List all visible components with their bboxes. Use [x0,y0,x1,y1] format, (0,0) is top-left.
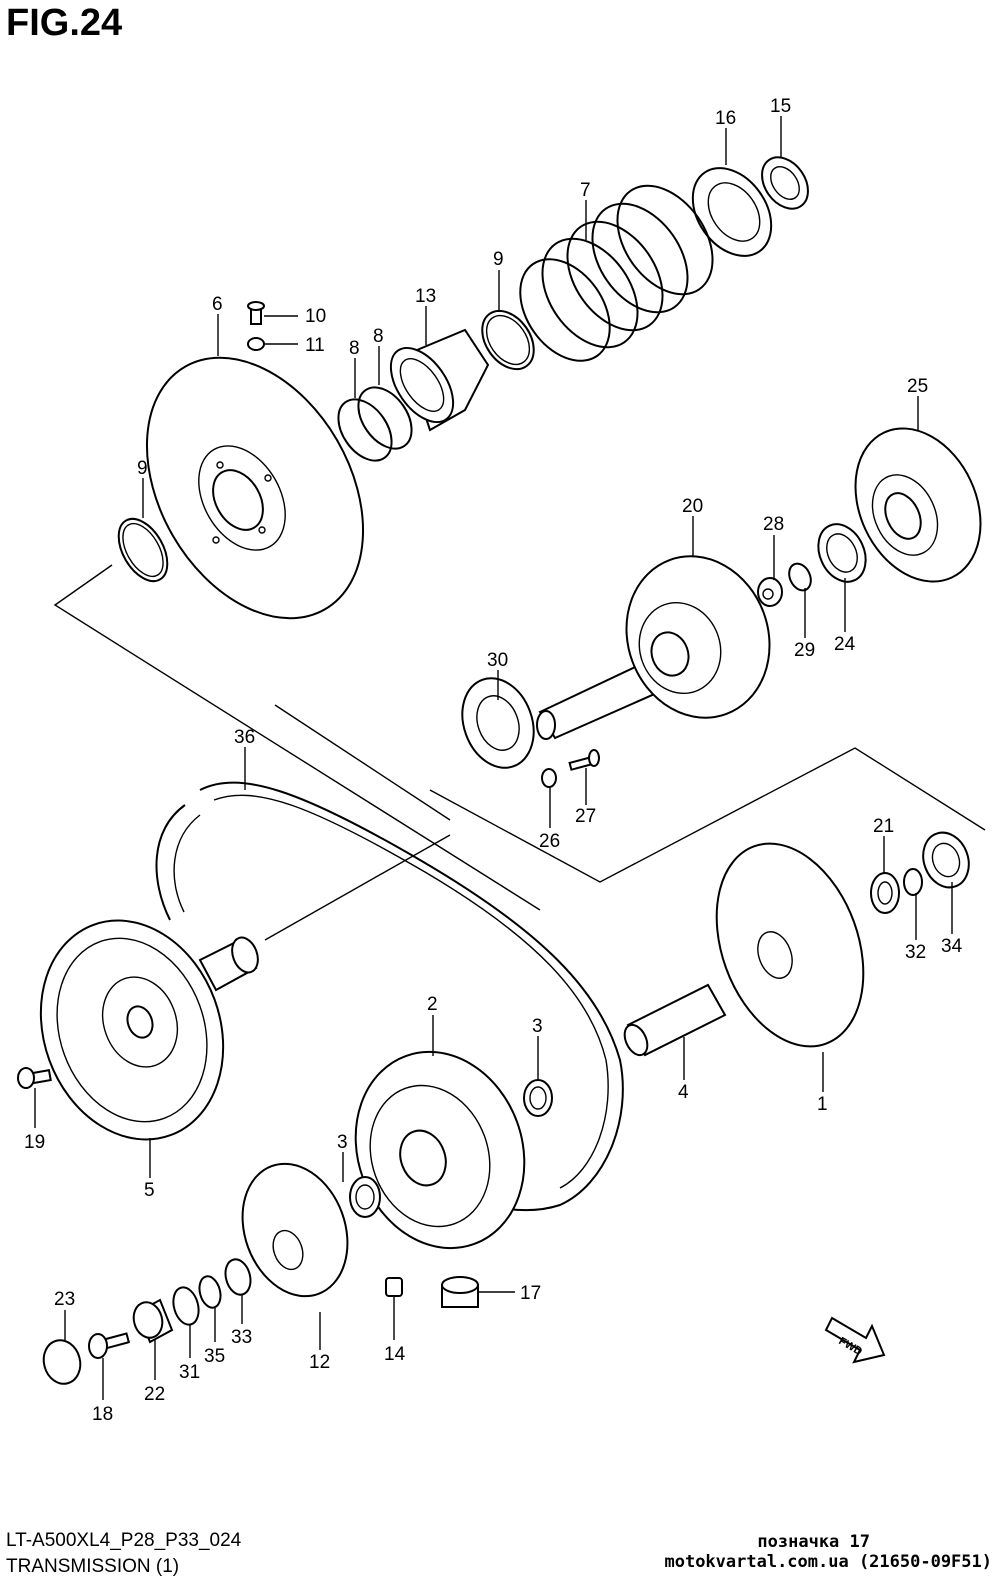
callout-6: 6 [212,294,223,315]
callout-8-left: 8 [349,338,360,359]
washer-26-part [541,768,557,788]
callout-19: 19 [24,1132,45,1153]
clutch-shoe-assembly-part [854,427,982,583]
roller-17-part [441,1276,479,1308]
callout-25: 25 [907,376,928,397]
callout-7: 7 [580,180,591,201]
collar-3-left-part [349,1176,381,1218]
callout-15: 15 [770,96,791,117]
callout-5: 5 [144,1180,155,1201]
o-ring-upper-part [481,309,535,371]
callout-1: 1 [817,1094,828,1115]
section-name: TRANSMISSION (1) [6,1556,180,1577]
callout-12: 12 [309,1352,330,1373]
spacer-sleeve-part [389,328,490,432]
bearing-30-part [461,677,535,769]
callout-23: 23 [54,1289,75,1310]
callout-10: 10 [305,306,326,327]
slide-piece-part [385,1277,403,1297]
clutch-spring-part [519,184,714,362]
drive-belt-part [155,781,624,1212]
pin-and-roller-part [247,301,265,351]
callout-30: 30 [487,650,508,671]
site-line: motokvartal.com.ua (21650-09F51) [664,1552,992,1572]
bolt-19-part [17,1067,52,1089]
oil-seal-34-part [922,831,970,889]
fixed-sheave-part [39,919,259,1141]
secondary-sheave-part [145,356,365,620]
cam-plate-part [241,1162,349,1298]
callout-14: 14 [384,1344,406,1365]
o-ring-left-part [117,517,169,583]
assembly-outline-lines [53,564,986,941]
o-ring-32-part [903,868,923,896]
callout-26: 26 [539,831,560,852]
bearing-21-part [870,872,900,914]
movable-drive-face-part [715,842,865,1048]
callout-21: 21 [873,816,894,837]
callout-28: 28 [763,514,784,535]
callout-24: 24 [834,634,856,655]
callout-31: 31 [179,1362,200,1383]
cap-23-part [42,1339,82,1385]
callout-labels: 15 16 7 9 13 10 11 6 8 8 9 25 20 28 29 2… [24,96,963,1425]
spring-guide-part [691,167,773,257]
callout-32: 32 [905,942,926,963]
callout-18: 18 [92,1404,113,1425]
callout-9-left: 9 [137,458,148,479]
nut-28-part [757,577,783,607]
note-line: позначка 17 [757,1532,870,1552]
callout-13: 13 [415,286,436,307]
callout-36: 36 [234,727,255,748]
callout-3-left: 3 [337,1132,348,1153]
movable-driven-face-part [354,1050,526,1250]
callout-9-upper: 9 [493,249,504,270]
locknut-part [761,156,809,210]
callout-27: 27 [575,806,596,827]
callout-17: 17 [520,1283,541,1304]
collar-4-part [623,983,727,1057]
callout-3-right: 3 [532,1016,543,1037]
callout-33: 33 [231,1327,252,1348]
fwd-direction-arrow: FWD [824,1316,886,1364]
callout-29: 29 [794,640,815,661]
washer-stack-part [132,1258,252,1344]
washer-29-part [788,562,812,592]
bolt-18-part [88,1332,131,1359]
one-way-bearing-part [817,523,867,583]
callout-22: 22 [144,1384,165,1405]
callout-11: 11 [305,335,325,356]
callout-20: 20 [682,496,703,517]
callout-16: 16 [715,108,736,129]
o-rings-pair-part [337,386,413,462]
callout-leader-lines [34,116,953,1400]
clutch-housing-shaft-part [536,555,771,740]
callout-35: 35 [204,1346,225,1367]
callout-2: 2 [427,994,438,1015]
callout-8-right: 8 [373,326,384,347]
model-code: LT-A500XL4_P28_P33_024 [6,1530,242,1551]
screw-27-part [568,749,600,771]
collar-3-right-part [523,1079,553,1117]
callout-34: 34 [941,936,963,957]
figure-title: FIG.24 [6,2,123,44]
callout-4: 4 [678,1082,689,1103]
